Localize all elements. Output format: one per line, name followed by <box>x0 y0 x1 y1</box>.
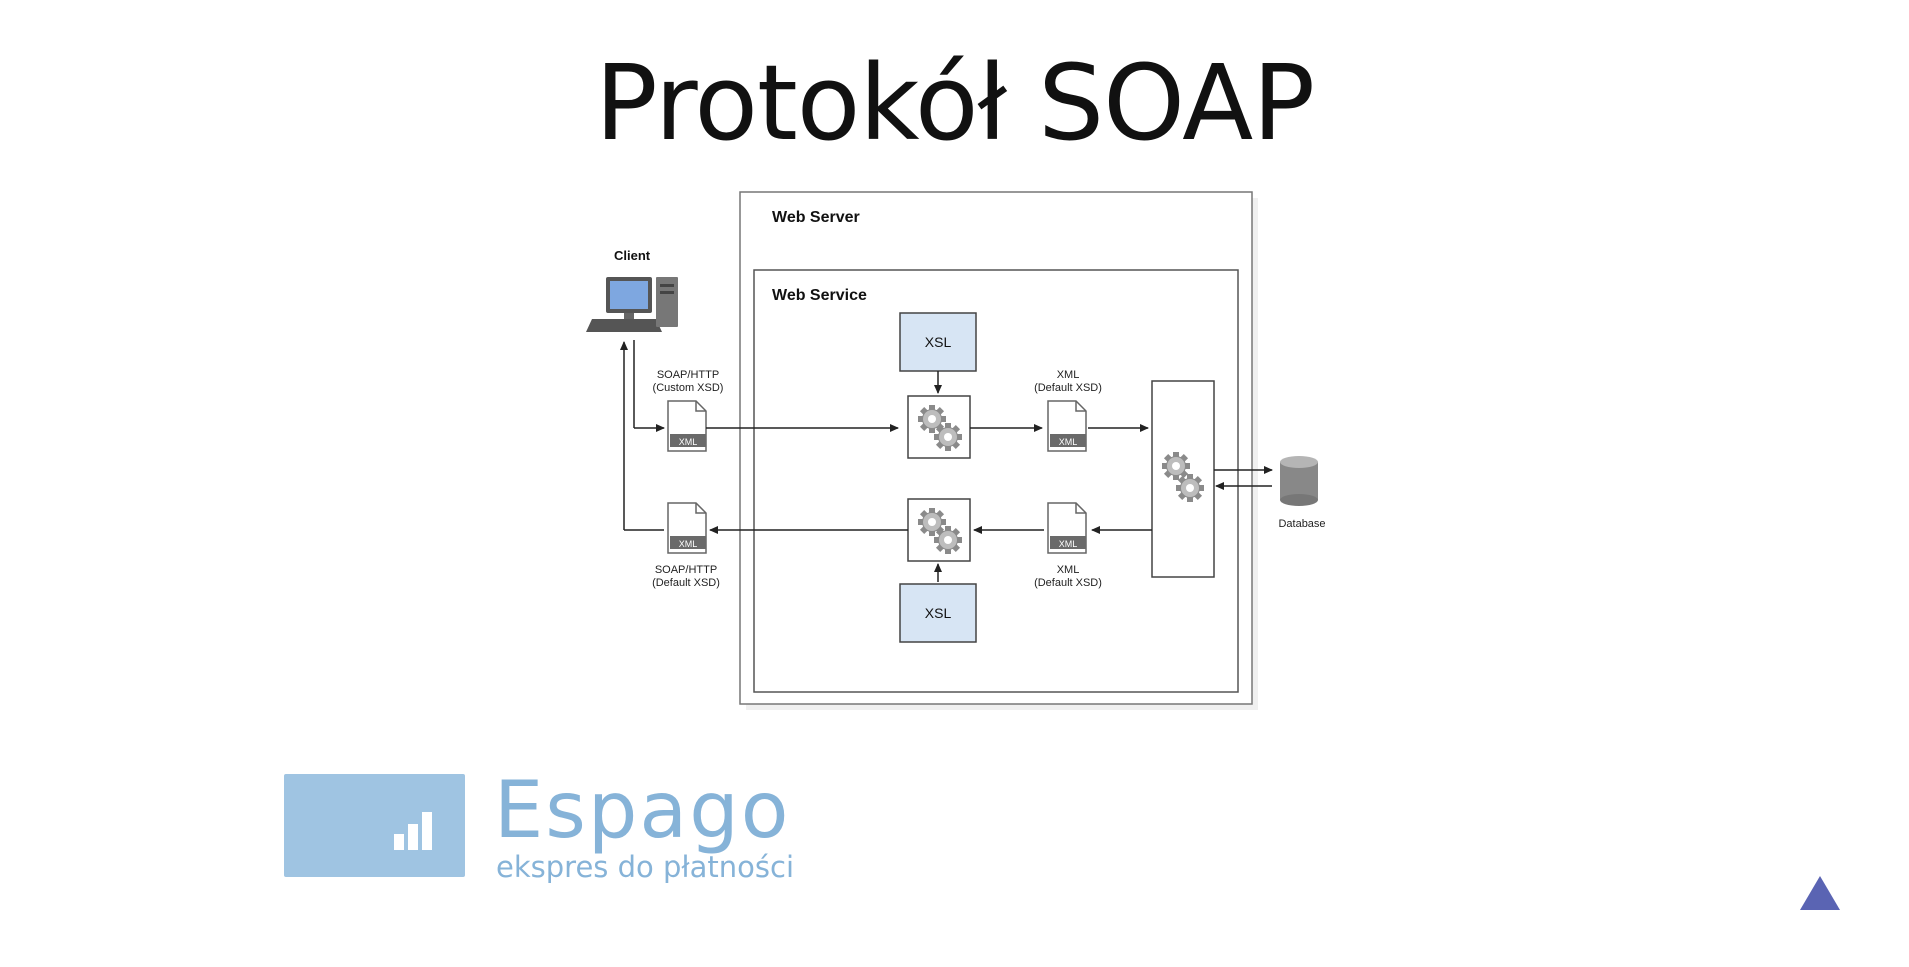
database-label: Database <box>1278 518 1325 530</box>
document-icon: XML <box>667 502 707 554</box>
inner-request-format: XML <box>1057 369 1080 381</box>
triangle-up-icon[interactable] <box>1800 876 1840 910</box>
response-protocol-label: SOAP/HTTP <box>655 564 717 576</box>
bar-chart-icon <box>394 812 432 850</box>
data-processor-box <box>1151 380 1215 578</box>
xml-badge: XML <box>679 437 698 447</box>
web-service-label: Web Service <box>772 287 867 304</box>
computer-icon <box>586 277 678 332</box>
client-computer: Client <box>586 248 678 332</box>
xsl-bottom-box: XSL <box>899 583 977 643</box>
logo-box <box>284 774 465 877</box>
xml-badge: XML <box>679 539 698 549</box>
document-icon: XML <box>1047 400 1087 452</box>
request-schema-label: (Custom XSD) <box>653 382 724 394</box>
xsl-top-box: XSL <box>899 312 977 372</box>
request-protocol-label: SOAP/HTTP <box>657 369 719 381</box>
xsl-top-label: XSL <box>925 334 952 350</box>
inner-request-schema: (Default XSD) <box>1034 382 1102 394</box>
logo-tagline: ekspres do płatności <box>496 850 795 884</box>
logo-name: Espago <box>494 766 791 856</box>
web-server-label: Web Server <box>772 209 860 226</box>
xml-badge: XML <box>1059 437 1078 447</box>
inner-response-format: XML <box>1057 564 1080 576</box>
xml-badge: XML <box>1059 539 1078 549</box>
gears-icon <box>908 396 970 458</box>
gears-icon <box>908 499 970 561</box>
response-schema-label: (Default XSD) <box>652 577 720 589</box>
client-label: Client <box>614 248 651 263</box>
document-icon: XML <box>1047 502 1087 554</box>
document-icon: XML <box>667 400 707 452</box>
inner-response-schema: (Default XSD) <box>1034 577 1102 589</box>
database-icon: Database <box>1278 456 1326 530</box>
xsl-bottom-label: XSL <box>925 605 952 621</box>
slide-title: Protokół SOAP <box>594 42 1315 164</box>
